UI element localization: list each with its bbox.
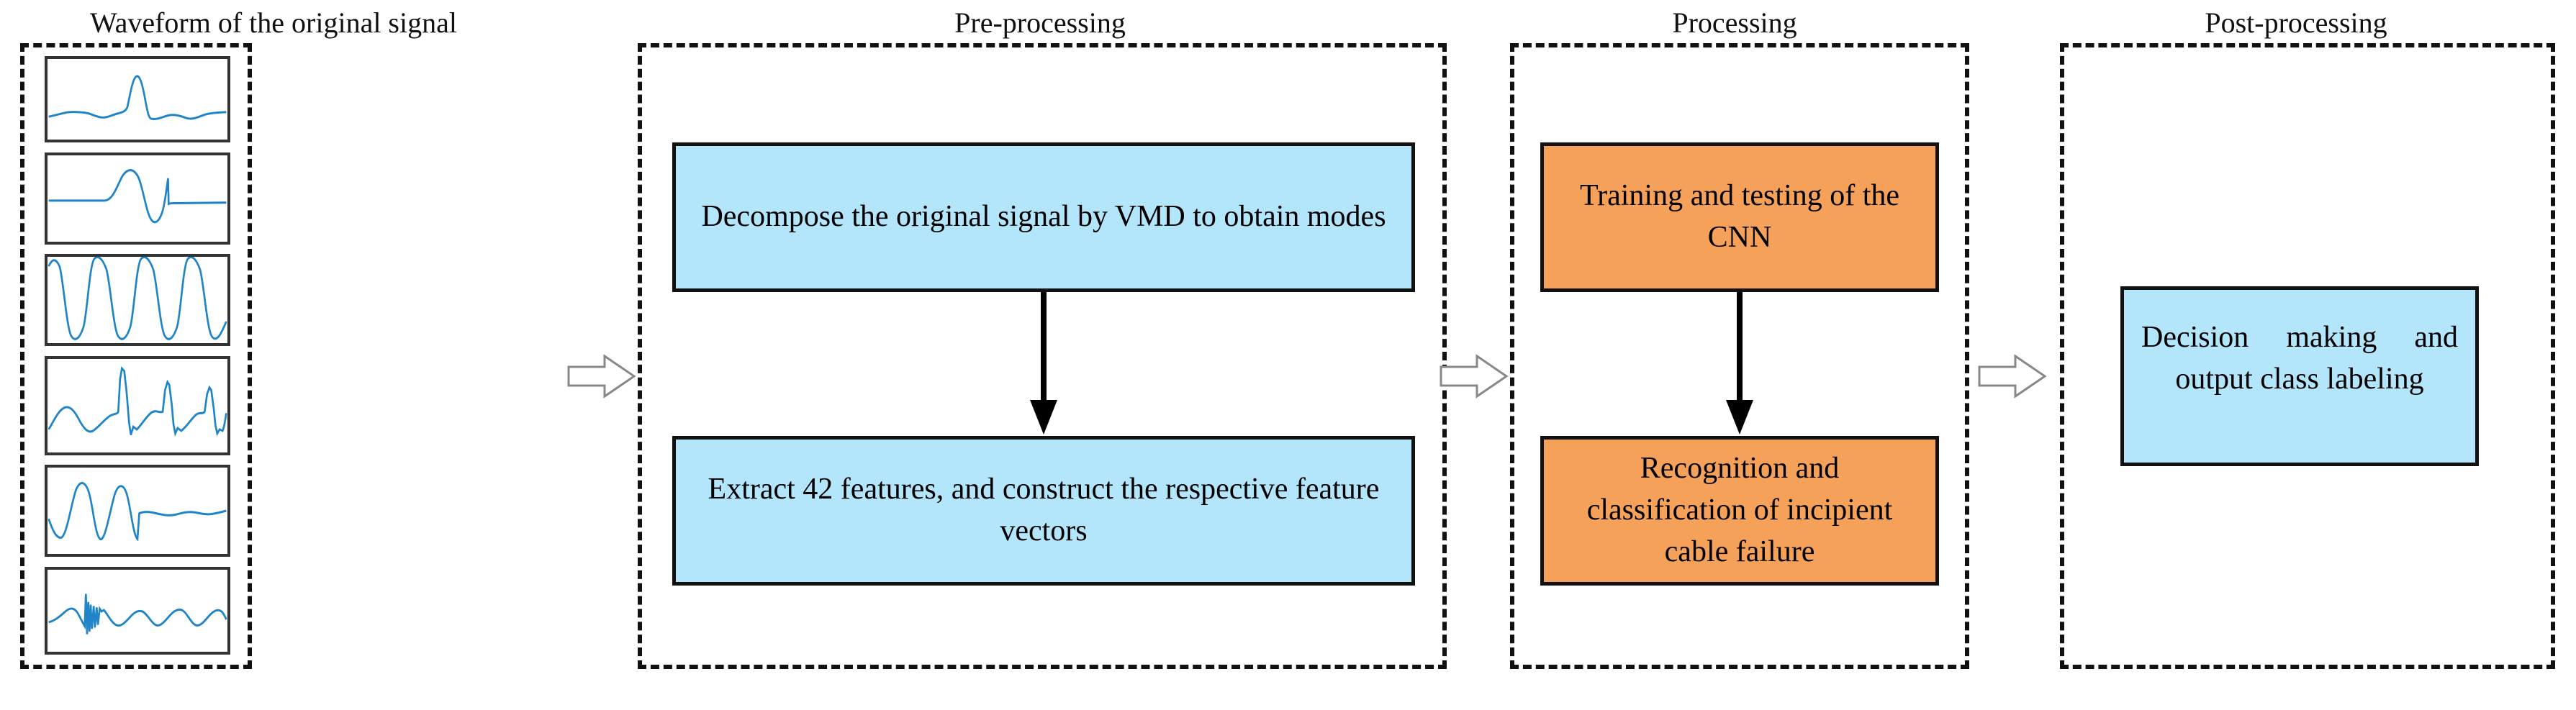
stage-title-pre-processing: Pre-processing <box>954 6 1126 39</box>
waveform-panel-mode-3 <box>45 355 230 455</box>
waveform-panel-mode-5 <box>45 566 230 655</box>
down-arrow-icon <box>1030 292 1057 434</box>
block-vmd-decompose[interactable]: Decompose the original signal by VMD to … <box>672 142 1415 292</box>
mode-5-trace <box>48 593 227 634</box>
stage-title-processing: Processing <box>1672 6 1797 39</box>
mode-1-trace <box>48 168 227 223</box>
mode-4-trace <box>48 482 227 542</box>
waveform-panel-mode-2 <box>45 254 230 347</box>
waveform-panel-stack <box>45 56 230 655</box>
block-vmd-decompose-label: Decompose the original signal by VMD to … <box>701 200 1386 234</box>
connector-train-to-recognition <box>1720 292 1759 436</box>
block-decision-making[interactable]: Decision making and output class labelin… <box>2120 286 2479 466</box>
waveform-panel-mode-1 <box>45 152 230 245</box>
connector-vmd-to-features <box>1024 292 1063 436</box>
block-decision-making-label: Decision making and output class labelin… <box>2141 321 2458 396</box>
block-recognition-classification-label: Recognition and classification of incipi… <box>1586 452 1893 568</box>
waveform-panel-original-signal <box>45 56 230 142</box>
stage-title-waveform: Waveform of the original signal <box>90 6 457 39</box>
stage-title-post-processing: Post-processing <box>2205 6 2387 39</box>
original-signal-trace <box>48 75 227 120</box>
block-cnn-train-test[interactable]: Training and testing of the CNN <box>1540 142 1939 292</box>
block-feature-extract-label: Extract 42 features, and construct the r… <box>708 473 1380 547</box>
connector-pre-processing-to-processing <box>1440 354 1509 399</box>
block-feature-extract[interactable]: Extract 42 features, and construct the r… <box>672 436 1415 586</box>
mode-3-trace <box>48 365 227 437</box>
block-recognition-classification[interactable]: Recognition and classification of incipi… <box>1540 436 1939 586</box>
block-cnn-train-test-label: Training and testing of the CNN <box>1579 179 1900 254</box>
connector-processing-to-post-processing <box>1978 354 2047 399</box>
down-arrow-icon <box>1726 292 1753 434</box>
hollow-block-arrow-right-icon <box>567 354 636 399</box>
hollow-block-arrow-right-icon <box>1978 354 2047 399</box>
waveform-panel-mode-4 <box>45 465 230 557</box>
connector-waveform-to-pre-processing <box>567 354 636 399</box>
hollow-block-arrow-right-icon <box>1440 354 1509 399</box>
mode-2-trace <box>48 257 227 340</box>
